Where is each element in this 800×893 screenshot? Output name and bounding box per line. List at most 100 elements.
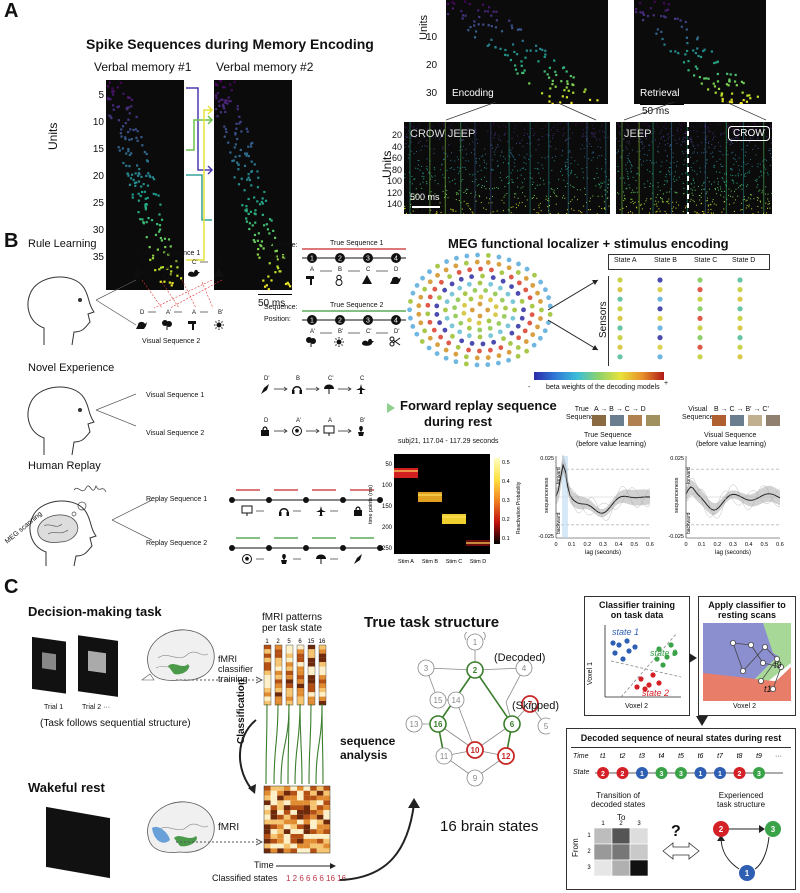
svg-text:B': B' [360,418,365,424]
svg-text:0.5: 0.5 [631,542,639,548]
svg-text:0: 0 [684,542,687,548]
task-note: (Task follows sequential structure) [40,718,191,729]
svg-text:t3: t3 [639,753,645,760]
svg-text:0.2: 0.2 [502,517,510,523]
svg-text:D: D [264,418,269,424]
svg-text:B': B' [218,310,223,316]
trial-1-label: Trial 1 [44,704,64,711]
true-sequence-2: 1A'2B'3C'4D' [302,310,406,347]
svg-text:t1: t1 [600,753,606,760]
svg-text:forward: forward [556,467,562,484]
svg-text:0.6: 0.6 [646,542,654,548]
rule-visual-seq2: Visual Sequence 2 [142,338,201,345]
wakeful-rest-title: Wakeful rest [28,780,105,795]
svg-text:forward: forward [686,467,692,484]
position-label-1: Position: [264,254,291,261]
time-label: Time [254,860,274,870]
svg-text:0.3: 0.3 [502,498,510,504]
raster-memory-2 [214,80,292,290]
svg-text:2: 2 [601,771,605,778]
svg-text:15: 15 [434,696,443,705]
replay-branch-lines [112,499,153,541]
box-arrow-down [696,716,708,726]
gaze-lines-2 [96,393,137,427]
svg-text:250: 250 [382,546,393,552]
svg-text:16: 16 [434,720,443,729]
sequence-analysis-label: sequence analysis [340,734,396,762]
svg-text:2: 2 [621,771,625,778]
decoded-sequence-title: Decoded sequence of neural states during… [580,733,782,743]
state-b-label: State B [654,257,677,264]
svg-text:0.4: 0.4 [745,542,753,548]
question-mark: ? [671,823,681,840]
svg-text:0.4: 0.4 [615,542,623,548]
scale-bar-right-label: 50 ms [642,106,670,117]
colorbar-label: beta weights of the decoding models [546,384,660,391]
replay-title-line2: during rest [424,414,492,429]
state-weights-box: State A State B State C State D Sensors [598,252,776,370]
rule-visual-seq1: Visual Sequence 1 [142,250,201,257]
fmri-patterns-title: fMRI patterns per task state [262,612,322,634]
svg-text:0.1: 0.1 [698,542,706,548]
raster-word-retrieval [616,122,772,214]
svg-text:0.3: 0.3 [729,542,737,548]
svg-text:4: 4 [522,664,527,673]
true-seq2-label: True Sequence 2 [330,302,384,309]
svg-text:0.025: 0.025 [540,456,554,462]
scale-bar-left-label: 50 ms [258,298,286,309]
crow-bubble: CROW [728,126,770,141]
svg-text:t2: t2 [620,753,626,760]
top-tick: 30 [426,88,438,99]
skipped-label: (Skipped) [512,700,560,712]
voxel2-label-b: Voxel 2 [733,703,756,710]
panel-letter-a: A [4,0,19,22]
svg-text:16: 16 [319,639,326,645]
svg-text:2: 2 [338,256,342,263]
svg-text:C: C [360,376,365,382]
left-tick: 25 [92,198,104,209]
bottom-tick: 140 [386,199,402,209]
svg-text:0.5: 0.5 [761,542,769,548]
replay-title-line1: Forward replay sequence [400,398,557,413]
bottom-tick: 20 [391,130,402,140]
experienced-structure-title: Experienced task structure [717,791,766,809]
brain-scanning-icon [29,484,107,567]
svg-text:1: 1 [745,869,750,878]
box-arrow-right [689,653,697,663]
left-tick: 35 [92,252,104,263]
time-row-label: Time [573,753,589,760]
state-weight-dots [617,277,743,360]
svg-text:3: 3 [637,821,641,827]
left-tick: 10 [92,117,104,128]
zoom-lines [446,101,767,121]
classified-states-sequence: 1 2 6 6 6 6 16 16 [286,874,347,883]
beta-colorbar [534,372,664,380]
svg-text:C': C' [366,329,371,335]
svg-text:150: 150 [382,504,393,510]
svg-text:A': A' [166,310,171,316]
pattern-links [265,704,324,784]
apply-scatter [703,623,791,701]
decoded-label: (Decoded) [494,652,546,664]
svg-text:D: D [140,310,145,316]
fmri-rest-label: fMRI [218,822,240,833]
svg-text:1: 1 [265,639,269,645]
raster-retrieval [634,0,766,104]
rest-screen [46,806,110,879]
classifier-training-title: Classifier training on task data [598,600,676,620]
svg-text:···: ··· [775,753,782,760]
svg-text:3: 3 [660,771,664,778]
retrieval-label: Retrieval [640,88,680,99]
replay-seq2-label: Replay Sequence 2 [146,540,208,547]
sequence-label-2: Sequence: [264,304,298,311]
transition-title: Transition of decoded states [591,791,646,809]
svg-text:3: 3 [366,318,370,325]
novel-sequences-icons: D'DBA'C'ACB' [261,376,366,436]
svg-text:0.1: 0.1 [568,542,576,548]
